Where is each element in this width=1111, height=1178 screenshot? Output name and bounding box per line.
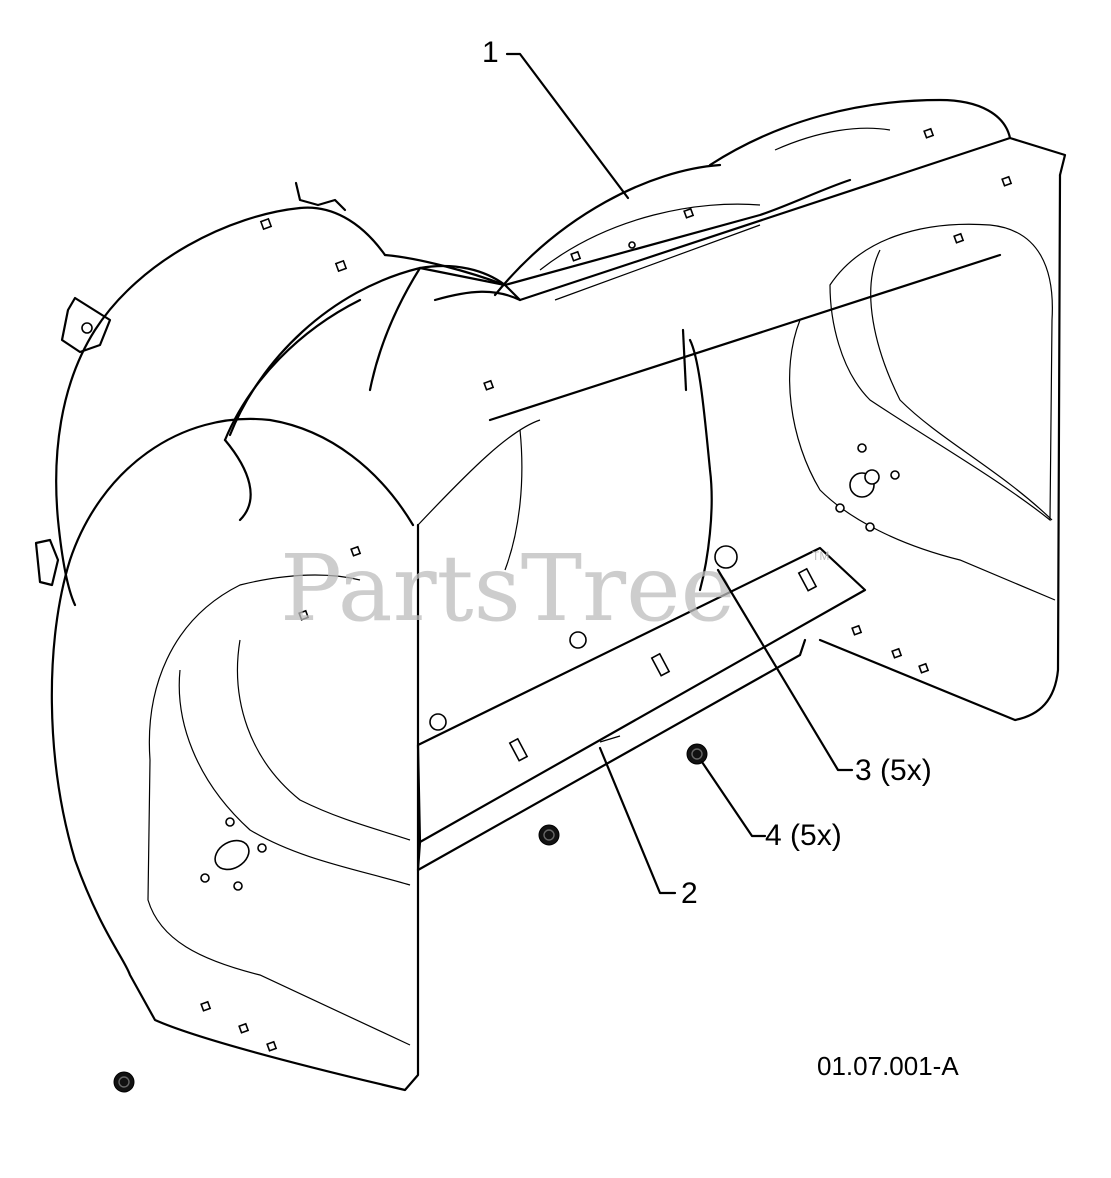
back-wall [417,419,738,731]
figure-id: 01.07.001-A [817,1051,959,1081]
scraper-bar [416,546,867,872]
impeller-housing [34,181,507,607]
callout-part-3: 3 (5x) [855,754,932,787]
left-side-plate [50,417,420,1092]
top-cross-plate [368,98,1067,422]
watermark-trademark: TM [812,549,829,563]
callout-part-1: 1 [482,36,499,69]
leader-lines [505,52,854,895]
right-side-plate [681,173,1062,722]
watermark: PartsTree TM [280,535,829,642]
callout-part-4: 4 (5x) [765,819,842,852]
watermark-text: PartsTree [280,535,735,642]
nuts [113,743,708,1093]
callout-part-2: 2 [681,877,698,910]
